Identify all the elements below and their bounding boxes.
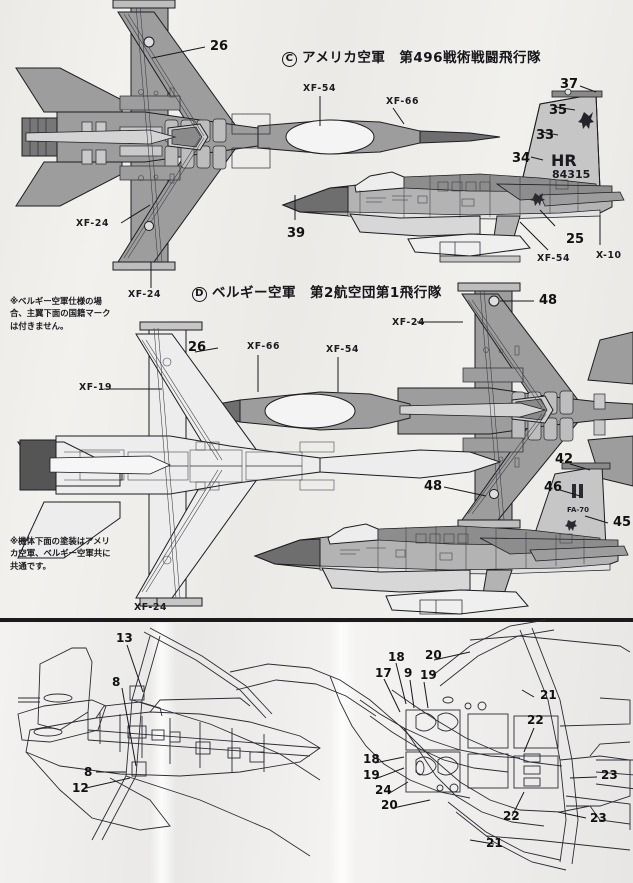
usaf-tail-serial: 84315 (552, 168, 590, 181)
belgian-side-view: FA-70 (253, 462, 629, 615)
callout-usaf-39: 39 (287, 226, 306, 241)
belgian-top-view (189, 282, 633, 529)
callout-assembly-8-lower: 8 (84, 765, 93, 779)
callout-usaf-35: 35 (549, 103, 568, 118)
callout-assembly-22-lower: 22 (503, 809, 520, 823)
callout-belgian-45: 45 (613, 515, 632, 530)
callout-assembly-17: 17 (375, 666, 392, 680)
paint-code-belgian-xf54: XF-54 (326, 344, 360, 355)
paint-code-usaf-xf54-side: XF-54 (537, 253, 571, 264)
usaf-tail-code: HR (551, 151, 577, 170)
usaf-section-title-text: アメリカ空軍 第496戦術戦闘飛行隊 (302, 50, 542, 66)
callout-belgian-46: 46 (544, 480, 563, 495)
callout-assembly-19-lower: 19 (363, 768, 380, 782)
paint-code-usaf-xf54-top: XF-54 (303, 83, 337, 94)
scan-stripe-left (150, 623, 176, 883)
section-divider (0, 618, 633, 622)
callout-assembly-23-lower: 23 (590, 811, 607, 825)
callout-assembly-21-upper: 21 (540, 688, 557, 702)
paint-code-usaf-xf24-tail: XF-24 (128, 289, 162, 300)
callout-assembly-20-lower: 20 (381, 798, 398, 812)
callout-assembly-22-upper: 22 (527, 713, 544, 727)
callout-usaf-26: 26 (210, 39, 229, 54)
paint-code-usaf-xf66: XF-66 (386, 96, 420, 107)
callout-assembly-13: 13 (116, 631, 133, 645)
leader-lines (85, 46, 609, 845)
belgian-underside-view (17, 321, 502, 607)
usaf-section-marker: C (282, 52, 297, 67)
callout-assembly-24: 24 (375, 783, 392, 797)
paint-code-belgian-xf24-tail: XF-24 (134, 602, 168, 613)
paint-code-usaf-x10: X-10 (596, 250, 622, 261)
callout-belgian-48-lower: 48 (424, 479, 443, 494)
callout-assembly-21-lower: 21 (486, 836, 503, 850)
note-common-underside: ※機体下面の塗装はアメリカ空軍、ベルギー空軍共に共通です。 (10, 536, 111, 571)
assembly-diagram-left (17, 627, 321, 857)
scan-stripe-right (330, 623, 356, 883)
callout-assembly-18-lower: 18 (363, 752, 380, 766)
paint-code-belgian-xf66: XF-66 (247, 341, 281, 352)
belgian-section-title: D ベルギー空軍 第2航空団第1飛行隊 (192, 281, 442, 302)
callout-assembly-18-upper: 18 (388, 650, 405, 664)
callout-assembly-9: 9 (404, 666, 413, 680)
usaf-top-view (15, 0, 501, 271)
callout-usaf-34: 34 (512, 151, 531, 166)
assembly-diagram-right (229, 619, 633, 871)
callout-belgian-26: 26 (188, 340, 207, 355)
paint-code-usaf-xf24-wing: XF-24 (76, 218, 110, 229)
usaf-section-title: C アメリカ空軍 第496戦術戦闘飛行隊 (282, 46, 541, 67)
callout-assembly-19-upper: 19 (420, 668, 437, 682)
callout-belgian-42: 42 (555, 452, 574, 467)
note-belgian-roundel: ※ベルギー空軍仕様の場合、主翼下面の国籍マークは付きません。 (10, 296, 111, 331)
paint-code-belgian-xf24-wing: XF-24 (392, 317, 426, 328)
paint-code-belgian-xf19: XF-19 (79, 382, 113, 393)
callout-usaf-25: 25 (566, 232, 585, 247)
callout-assembly-20-upper: 20 (425, 648, 442, 662)
callout-assembly-8-upper: 8 (112, 675, 121, 689)
belgian-tail-code: FA-70 (567, 506, 589, 514)
callout-usaf-37: 37 (560, 77, 579, 92)
usaf-side-view: HR 84315 (281, 88, 625, 263)
belgian-section-marker: D (192, 287, 207, 302)
callout-usaf-33: 33 (536, 128, 555, 143)
callout-assembly-23-upper: 23 (601, 768, 618, 782)
callout-belgian-48-upper: 48 (539, 293, 558, 308)
belgian-section-title-text: ベルギー空軍 第2航空団第1飛行隊 (212, 285, 442, 301)
callout-assembly-12: 12 (72, 781, 89, 795)
